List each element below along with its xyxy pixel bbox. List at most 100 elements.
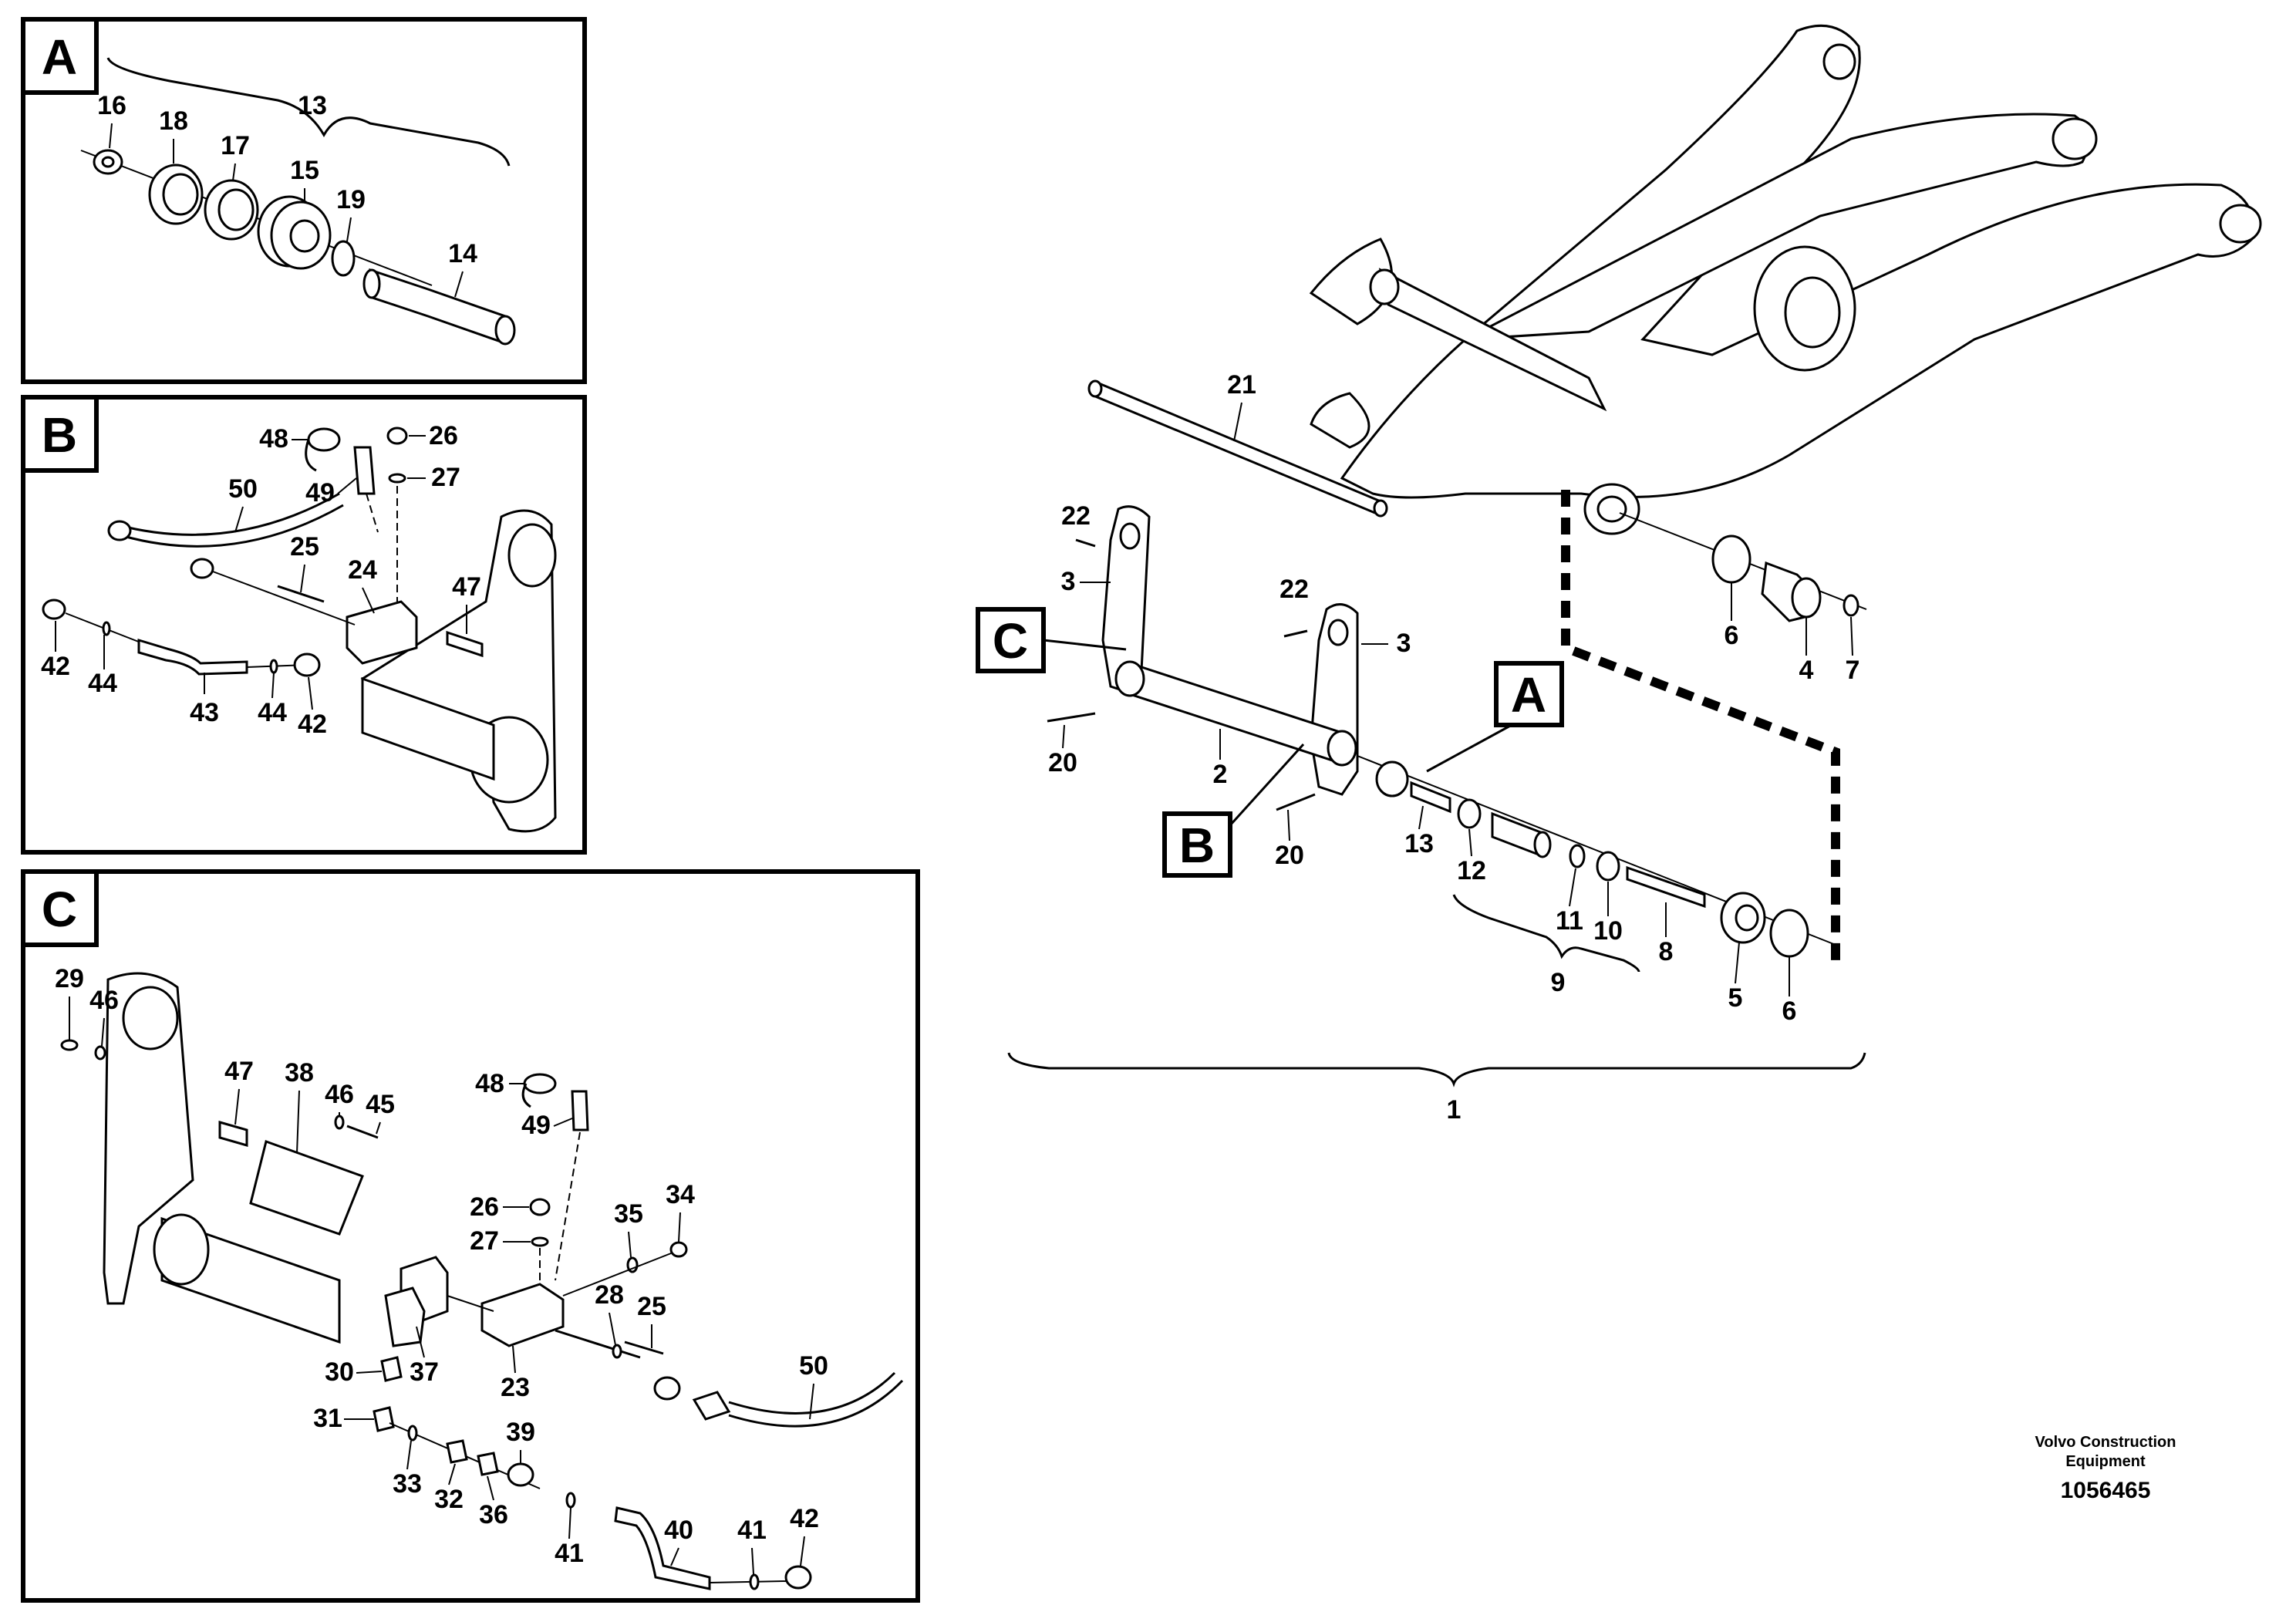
brand-line-2: Equipment	[2065, 1453, 2146, 1470]
detail-panel-c: C 29 46 47 38 46 45 48	[21, 869, 920, 1603]
bolt-45	[346, 1125, 379, 1139]
detail-panel-a: A 13 16 18 17 15	[21, 17, 587, 384]
label-16: 16	[97, 91, 126, 120]
label-47-c: 47	[224, 1057, 254, 1086]
adapter-30	[380, 1356, 403, 1382]
pipe-40	[614, 1506, 711, 1590]
ring-6b	[1769, 909, 1809, 958]
callout-b-box	[1162, 811, 1232, 878]
label-42b: 42	[298, 710, 327, 739]
o-ring-11	[1569, 844, 1586, 868]
pipe-43	[137, 638, 248, 676]
label-6b: 6	[1782, 996, 1797, 1026]
label-47: 47	[452, 572, 481, 602]
label-18: 18	[159, 106, 188, 136]
washer-27	[388, 473, 406, 484]
nut-7	[1843, 594, 1859, 617]
nut-34	[669, 1241, 688, 1258]
label-26-c: 26	[470, 1192, 499, 1222]
label-50-c: 50	[799, 1351, 828, 1381]
label-44a: 44	[88, 669, 117, 698]
brace-13	[106, 57, 511, 167]
panel-a-label: A	[42, 29, 77, 85]
dashed-connector	[1561, 490, 1840, 960]
label-7: 7	[1846, 656, 1860, 685]
label-1: 1	[1447, 1095, 1462, 1125]
label-42-c: 42	[790, 1504, 819, 1533]
label-5: 5	[1728, 983, 1743, 1013]
fitting-31	[373, 1406, 395, 1432]
plug-26-c	[529, 1198, 551, 1216]
label-41a: 41	[555, 1539, 584, 1568]
label-40: 40	[664, 1516, 693, 1545]
label-11: 11	[1556, 906, 1583, 936]
callout-a-box	[1494, 661, 1564, 727]
hose-50-c	[728, 1371, 896, 1415]
label-29: 29	[55, 964, 84, 993]
label-20b: 20	[1275, 841, 1304, 870]
label-34: 34	[666, 1180, 695, 1209]
washer-41b	[749, 1573, 760, 1590]
label-9: 9	[1551, 968, 1566, 997]
cross-tube-2	[1128, 661, 1344, 766]
panel-b-label: B	[42, 407, 77, 463]
label-37: 37	[410, 1357, 439, 1387]
callout-c-label: C	[993, 613, 1028, 669]
label-24: 24	[348, 555, 377, 585]
label-33: 33	[393, 1469, 422, 1499]
washer-41a	[565, 1492, 576, 1509]
label-41b: 41	[737, 1516, 767, 1545]
label-4: 4	[1799, 656, 1814, 685]
pin-14	[362, 268, 516, 346]
label-13: 13	[298, 91, 327, 120]
bolt-22b	[1283, 629, 1308, 638]
bracket-38	[249, 1140, 364, 1236]
label-17: 17	[221, 131, 250, 160]
nipple-49-c	[571, 1090, 589, 1131]
label-25-c: 25	[637, 1292, 666, 1321]
drawing-number: 1056465	[2061, 1478, 2151, 1503]
panel-b-badge	[21, 395, 99, 473]
label-39: 39	[506, 1418, 535, 1447]
ring-10	[1596, 851, 1620, 882]
cylinder-b	[361, 676, 495, 781]
washer-46a	[94, 1045, 106, 1061]
seal-ring-18	[148, 164, 204, 225]
panel-c-label: C	[42, 882, 77, 937]
label-48: 48	[259, 424, 288, 454]
label-42a: 42	[41, 652, 70, 681]
main-assembly: 21 22 3 22 3 2 20 20 C B	[976, 24, 2262, 1125]
hose-50	[115, 492, 340, 536]
label-43: 43	[190, 698, 219, 727]
label-21: 21	[1227, 370, 1256, 400]
label-3b: 3	[1397, 629, 1411, 658]
label-23: 23	[501, 1373, 530, 1402]
label-36: 36	[479, 1500, 508, 1529]
panel-a-badge	[21, 17, 99, 95]
bolt-20a	[1047, 712, 1096, 723]
label-3a: 3	[1061, 567, 1076, 596]
bolt-25-c	[624, 1340, 664, 1355]
label-6a: 6	[1725, 621, 1739, 650]
label-27: 27	[431, 463, 460, 492]
label-44b: 44	[258, 698, 287, 727]
panel-c-frame	[21, 869, 920, 1603]
label-32: 32	[434, 1485, 464, 1514]
washer-28	[612, 1344, 622, 1359]
arm-frame-c	[103, 972, 194, 1305]
pin-8	[1626, 865, 1706, 909]
washer-33	[407, 1425, 418, 1442]
washer-27-c	[531, 1236, 549, 1247]
block-23	[480, 1283, 565, 1347]
label-35: 35	[614, 1199, 643, 1229]
plug-26	[386, 427, 408, 445]
footer: Volvo Construction Equipment 1056465	[2035, 1434, 2176, 1503]
label-15: 15	[290, 156, 319, 185]
label-46b: 46	[325, 1080, 354, 1109]
label-49-c: 49	[521, 1111, 551, 1140]
label-25: 25	[290, 532, 319, 561]
brand-line-1: Volvo Construction	[2035, 1434, 2176, 1451]
label-19: 19	[336, 185, 366, 214]
label-31: 31	[313, 1404, 342, 1433]
